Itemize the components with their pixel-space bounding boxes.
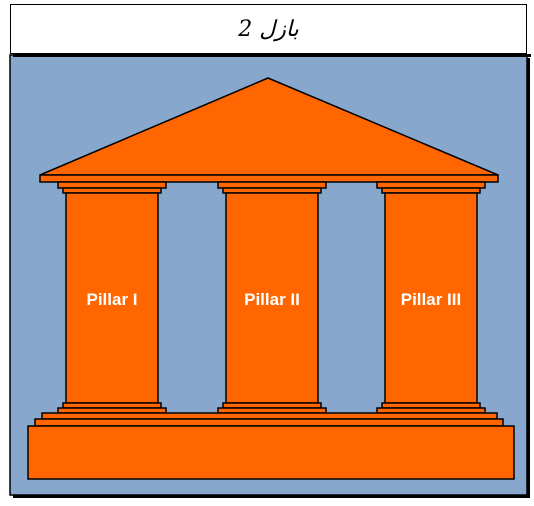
title-box-shadow [13,54,531,57]
diagram-title: بازل 2 [238,16,299,42]
pillar-3-capital [376,181,486,189]
pillar-3: Pillar III [376,181,486,414]
pillar-3-shaft [384,192,478,404]
pillar-2: Pillar II [217,181,327,414]
pillar-1-capital [57,181,167,189]
pillar-2-label: Pillar II [244,290,300,309]
pillar-2-capital [217,181,327,189]
pillar-1-label: Pillar I [86,290,137,309]
pillar-1: Pillar I [57,181,167,414]
pillar-3-label: Pillar III [401,290,461,309]
roof-beam [39,174,499,183]
title-box: بازل 2 [10,4,527,54]
pillar-2-shaft [225,192,319,404]
background-panel-shadow-right [527,58,530,498]
foundation-base [27,425,515,480]
foundation-step-top [41,412,498,420]
foundation-step-middle [34,418,504,427]
pillar-1-shaft [65,192,159,404]
background-panel-shadow-bottom [13,495,530,498]
